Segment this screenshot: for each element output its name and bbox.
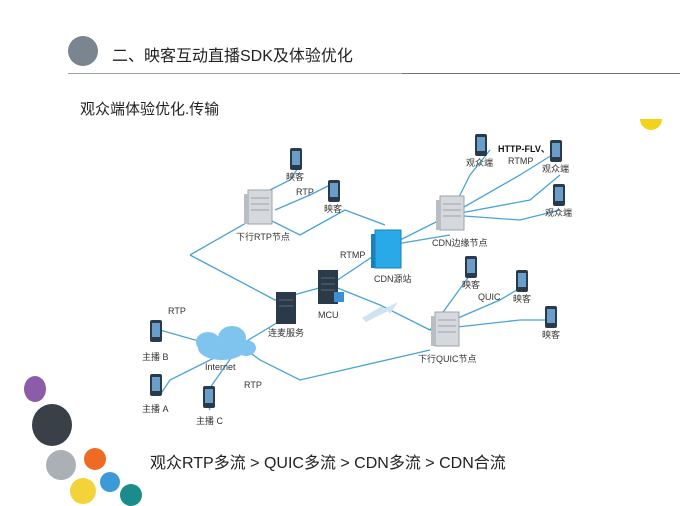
lightyellow-circle-decoration	[70, 478, 96, 504]
phone-icon	[328, 180, 340, 202]
phone-icon	[516, 270, 528, 292]
phone-label: 映客	[513, 293, 531, 304]
phone-label: 映客	[286, 171, 304, 182]
host-label: 主播 A	[142, 403, 169, 414]
host-label: 主播 C	[196, 415, 224, 426]
protocol-label: HTTP-FLV、	[498, 144, 550, 154]
phone-label: 映客	[462, 279, 480, 290]
blue-circle-decoration	[100, 472, 120, 492]
phone-icon	[475, 134, 487, 156]
cdn-edge-label: CDN边缘节点	[432, 237, 488, 248]
rtp-node-label: 下行RTP节点	[236, 231, 290, 242]
phone-icon	[465, 256, 477, 278]
phone-icon	[203, 386, 215, 408]
link-service-icon	[276, 292, 296, 324]
protocol-label: RTP	[244, 380, 262, 390]
phone-label: 映客	[324, 203, 342, 214]
phone-icon	[150, 320, 162, 342]
phone-icon	[553, 184, 565, 206]
rtp-server-icon	[243, 189, 273, 225]
internet-label: Internet	[205, 362, 236, 372]
header-divider-accent	[402, 73, 680, 74]
protocol-label: RTMP	[508, 156, 533, 166]
phone-icon	[545, 306, 557, 328]
phone-icon	[550, 140, 562, 162]
link-service-label: 连麦服务	[268, 327, 304, 338]
phone-label: 映客	[542, 329, 560, 340]
viewer-label: 观众端	[545, 207, 572, 218]
grey-circle-decoration	[46, 450, 76, 480]
viewer-label: 观众端	[466, 157, 493, 168]
phone-icon	[150, 374, 162, 396]
cdn-source-icon	[374, 229, 402, 269]
header-divider	[68, 73, 680, 74]
internet-cloud-icon	[196, 326, 256, 360]
section-subtitle: 观众端体验优化.传输	[80, 101, 220, 118]
viewer-label: 观众端	[542, 163, 569, 174]
host-label: 主播 B	[142, 351, 169, 362]
purple-circle-decoration	[24, 376, 46, 402]
protocol-label: RTP	[168, 306, 186, 316]
header-bullet-icon	[68, 36, 98, 66]
page-title: 二、映客互动直播SDK及体验优化	[112, 48, 353, 65]
quic-server-icon	[430, 311, 460, 347]
cdn-source-label: CDN源站	[374, 273, 412, 284]
cdn-edge-server-icon	[435, 195, 465, 231]
teal-circle-decoration	[120, 484, 142, 506]
protocol-label: RTMP	[340, 250, 365, 260]
protocol-label: RTP	[296, 187, 314, 197]
dark-circle-decoration	[32, 404, 72, 446]
mcu-label: MCU	[318, 310, 339, 320]
protocol-label: QUIC	[478, 292, 501, 302]
yellow-circle-decoration	[640, 119, 662, 130]
flow-arrow-icon	[362, 302, 398, 322]
optimization-sequence: 观众RTP多流 > QUIC多流 > CDN多流 > CDN合流	[150, 455, 506, 472]
quic-node-label: 下行QUIC节点	[418, 353, 477, 364]
orange-circle-decoration	[84, 448, 106, 470]
phone-icon	[290, 148, 302, 170]
